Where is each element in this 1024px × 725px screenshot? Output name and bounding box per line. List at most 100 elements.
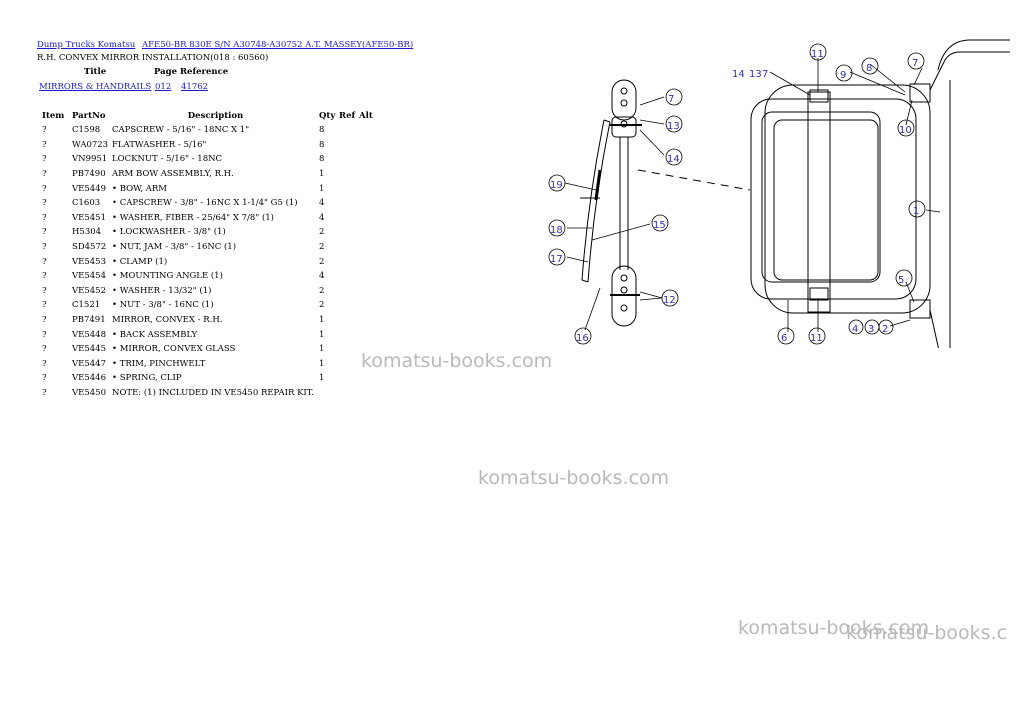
alt-cell	[359, 196, 379, 211]
col-ref: Ref	[339, 111, 356, 121]
parts-table-header-row: Item PartNo Description Qty Ref Alt	[37, 109, 379, 123]
alt-cell	[359, 298, 379, 313]
alt-cell	[359, 181, 379, 196]
partno-cell: VE5446	[72, 373, 106, 384]
callout-15: 15	[653, 220, 666, 231]
qty-cell	[319, 386, 339, 401]
partno-cell: H5304	[72, 227, 102, 238]
callout-10: 10	[899, 125, 912, 136]
partno-cell: VE5451	[72, 212, 106, 223]
callout-14: 14	[732, 69, 745, 80]
item-cell: ?	[42, 358, 47, 369]
item-cell: ?	[42, 169, 47, 180]
col-item: Item	[42, 111, 65, 121]
callout-13: 13	[749, 69, 762, 80]
description-cell: • MIRROR, CONVEX GLASS	[112, 344, 236, 355]
watermark: komatsu-books.com	[738, 617, 930, 639]
item-cell: ?	[42, 198, 47, 209]
ref-cell	[339, 211, 359, 226]
description-cell: • NUT - 3/8" - 16NC (1)	[112, 300, 214, 311]
partno-cell: VE5445	[72, 344, 106, 355]
description-cell: NOTE: (1) INCLUDED IN VE5450 REPAIR KIT.	[112, 387, 314, 398]
qty-cell: 2	[319, 256, 325, 267]
ref-cell	[339, 327, 359, 342]
page-ref-link-1[interactable]: 012	[155, 82, 172, 92]
item-cell: ?	[42, 154, 47, 165]
breadcrumb-link-model[interactable]: AFE50-BR 830E S/N A30748-A30752 A.T. MAS…	[142, 40, 414, 50]
partno-cell: VE5449	[72, 183, 106, 194]
watermark: komatsu-books.c	[846, 622, 1008, 644]
callout-7: 7	[762, 69, 768, 80]
alt-cell	[359, 123, 379, 138]
item-cell: ?	[42, 315, 47, 326]
breadcrumb-link-dump-trucks[interactable]: Dump Trucks Komatsu	[37, 40, 136, 50]
table-row: ?VE5453• CLAMP (1)2	[37, 254, 379, 269]
alt-cell	[359, 138, 379, 153]
qty-cell: 8	[319, 154, 325, 165]
partno-cell: C1603	[72, 198, 101, 209]
partno-cell: VE5448	[72, 329, 106, 340]
dashed-reference-line	[637, 169, 751, 191]
callout-18: 18	[550, 225, 563, 236]
description-cell: • MOUNTING ANGLE (1)	[112, 271, 223, 282]
item-cell: ?	[42, 329, 47, 340]
table-row: ?VE5451• WASHER, FIBER - 25/64" X 7/8" (…	[37, 211, 379, 226]
watermark: komatsu-books.com	[478, 467, 670, 489]
partno-cell: PB7491	[72, 315, 106, 326]
item-cell: ?	[42, 285, 47, 296]
qty-cell: 1	[319, 315, 325, 326]
description-cell: • LOCKWASHER - 3/8" (1)	[112, 227, 226, 238]
item-cell: ?	[42, 212, 47, 223]
arm-bow-assembly	[610, 79, 642, 327]
alt-cell	[359, 167, 379, 182]
ref-cell	[339, 152, 359, 167]
partno-cell: SD4572	[72, 242, 107, 253]
alt-cell	[359, 225, 379, 240]
callout-labels: 7 13 14 19 15 18 17 12 16 11 14 13 7 9 8…	[548, 43, 926, 345]
col-description: Description	[187, 111, 244, 121]
ref-cell	[339, 284, 359, 299]
alt-cell	[359, 284, 379, 299]
alt-cell	[359, 386, 379, 401]
ref-cell	[339, 357, 359, 372]
callout-2: 2	[882, 324, 888, 335]
callout-17: 17	[550, 254, 563, 265]
ref-cell	[339, 225, 359, 240]
description-cell: • BOW, ARM	[112, 183, 167, 194]
item-cell: ?	[42, 300, 47, 311]
partno-cell: VN9951	[72, 154, 108, 165]
item-cell: ?	[42, 183, 47, 194]
description-cell: FLATWASHER - 5/16"	[112, 139, 207, 150]
partno-cell: C1598	[72, 125, 101, 136]
page-ref-link-2[interactable]: 41762	[181, 82, 209, 92]
callout-4: 4	[852, 324, 858, 335]
callout-13: 13	[667, 121, 680, 132]
table-row: ?C1603• CAPSCREW - 3/8" - 16NC X 1-1/4" …	[37, 196, 379, 211]
qty-cell: 4	[319, 198, 325, 209]
description-cell: CAPSCREW - 5/16" - 18NC X 1"	[112, 125, 250, 136]
ref-cell	[339, 342, 359, 357]
callout-3: 3	[868, 324, 874, 335]
callout-8: 8	[866, 63, 872, 74]
ref-cell	[339, 254, 359, 269]
qty-cell: 1	[319, 358, 325, 369]
description-cell: • BACK ASSEMBLY	[112, 329, 198, 340]
qty-cell: 2	[319, 242, 325, 253]
ref-cell	[339, 240, 359, 255]
item-cell: ?	[42, 373, 47, 384]
qty-cell: 1	[319, 169, 325, 180]
qty-cell: 1	[319, 373, 325, 384]
alt-cell	[359, 313, 379, 328]
item-cell: ?	[42, 227, 47, 238]
title-link-mirrors-handrails[interactable]: MIRRORS & HANDRAILS	[39, 82, 152, 92]
item-cell: ?	[42, 387, 47, 398]
partno-cell: VE5450	[72, 387, 106, 398]
col-alt: Alt	[359, 111, 373, 121]
qty-cell: 2	[319, 300, 325, 311]
parts-table: Item PartNo Description Qty Ref Alt ? C15…	[37, 109, 379, 400]
